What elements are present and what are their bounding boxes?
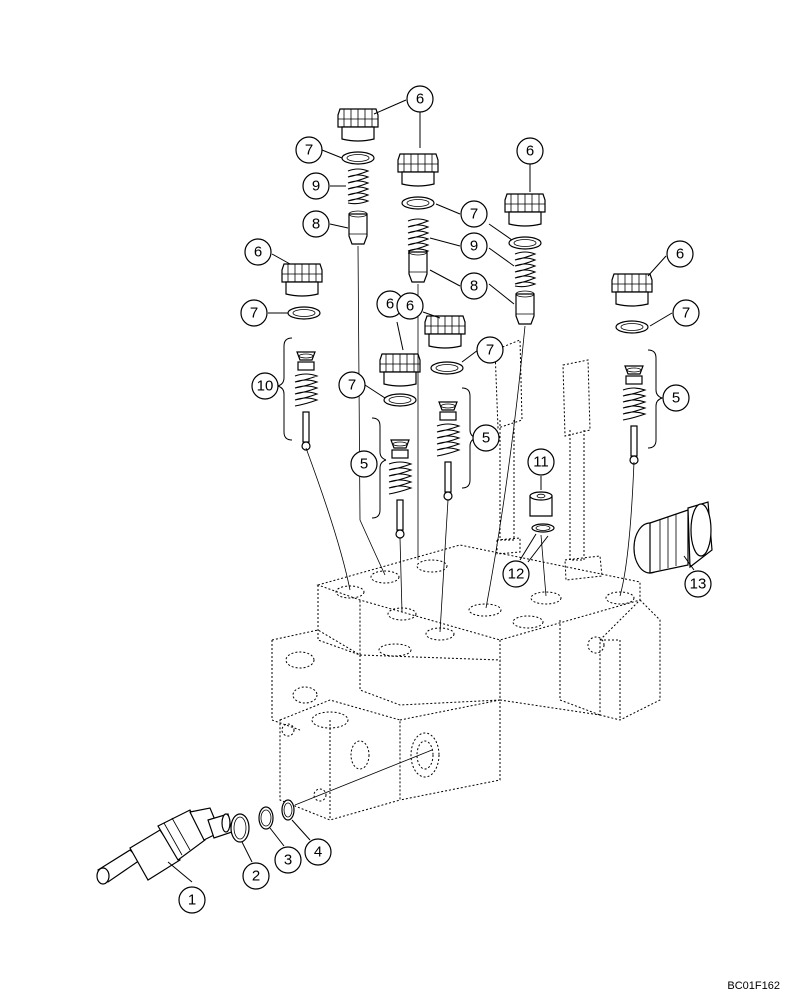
- svg-text:9: 9: [470, 238, 478, 255]
- part-relief-stack-right: [622, 365, 646, 465]
- svg-text:6: 6: [526, 143, 534, 160]
- part-oring-right: [615, 320, 649, 334]
- callout-5: 5: [662, 384, 690, 412]
- callout-8: 8: [460, 272, 488, 300]
- svg-text:10: 10: [257, 378, 274, 395]
- part-oring-left: [287, 306, 321, 320]
- part-cap-right: [611, 273, 653, 307]
- callout-10: 10: [251, 372, 279, 400]
- svg-text:8: 8: [312, 216, 320, 233]
- svg-text:3: 3: [284, 852, 292, 869]
- callout-6: 6: [516, 137, 544, 165]
- part-1-relief-cartridge: [96, 807, 233, 885]
- callout-7: 7: [476, 336, 504, 364]
- svg-text:7: 7: [486, 342, 494, 359]
- part-spring-upper-left: [347, 168, 369, 205]
- svg-text:8: 8: [470, 278, 478, 295]
- callout-8: 8: [302, 210, 330, 238]
- svg-text:1: 1: [188, 892, 196, 909]
- callout-12: 12: [502, 560, 530, 588]
- svg-text:2: 2: [252, 868, 260, 885]
- svg-text:5: 5: [672, 390, 680, 407]
- part-cap-upper-right: [504, 193, 546, 227]
- svg-text:7: 7: [348, 377, 356, 394]
- part-12-oring: [531, 523, 555, 533]
- bracket-group: [276, 337, 664, 519]
- spool-right: [562, 359, 603, 581]
- part-spring-upper-center: [407, 218, 429, 255]
- part-oring-upper-left: [341, 151, 375, 165]
- callout-13: 13: [684, 570, 712, 598]
- part-oring-center-left: [383, 393, 417, 407]
- part-oring-upper-center: [401, 196, 435, 210]
- svg-text:9: 9: [312, 178, 320, 195]
- callout-6: 6: [396, 292, 424, 320]
- callout-5: 5: [472, 424, 500, 452]
- part-spring-upper-right: [514, 251, 536, 288]
- svg-text:7: 7: [250, 305, 258, 322]
- callout-7: 7: [460, 200, 488, 228]
- callout-7: 7: [672, 299, 700, 327]
- svg-text:6: 6: [386, 296, 394, 313]
- callout-3: 3: [274, 846, 302, 874]
- valve-body: [271, 544, 661, 821]
- svg-text:7: 7: [305, 142, 313, 159]
- svg-text:6: 6: [406, 298, 414, 315]
- callout-leaders: [167, 99, 695, 883]
- callout-6: 6: [666, 240, 694, 268]
- callout-9: 9: [460, 232, 488, 260]
- assembly-lines: [294, 245, 635, 806]
- callout-9: 9: [302, 172, 330, 200]
- callout-1: 1: [178, 886, 206, 914]
- part-11-plug: [529, 491, 553, 517]
- part-3-ring: [258, 806, 274, 830]
- svg-text:13: 13: [690, 576, 707, 593]
- svg-text:6: 6: [254, 244, 262, 261]
- svg-text:5: 5: [482, 430, 490, 447]
- part-oring-upper-right: [508, 236, 542, 250]
- part-plunger-upper-right: [515, 290, 535, 325]
- part-plunger-upper-left: [348, 210, 368, 245]
- callout-7: 7: [338, 371, 366, 399]
- part-cap-center-right: [424, 315, 466, 349]
- part-relief-stack-center-left: [388, 439, 412, 539]
- callout-5: 5: [350, 450, 378, 478]
- svg-text:5: 5: [360, 456, 368, 473]
- figure-reference-code: BC01F162: [727, 980, 780, 992]
- callout-6: 6: [244, 238, 272, 266]
- svg-text:4: 4: [314, 844, 322, 861]
- part-plunger-upper-center: [408, 248, 428, 283]
- part-4-ring: [281, 799, 295, 821]
- svg-text:11: 11: [533, 454, 549, 471]
- part-cap-left: [281, 263, 323, 297]
- part-relief-stack-left: [294, 351, 318, 451]
- callout-7: 7: [295, 136, 323, 164]
- svg-text:7: 7: [682, 305, 690, 322]
- callout-4: 4: [304, 838, 332, 866]
- callout-7: 7: [240, 299, 268, 327]
- spool-left: [494, 339, 523, 555]
- part-cap-center-left: [379, 353, 421, 387]
- callout-6: 6: [406, 85, 434, 113]
- callout-2: 2: [242, 862, 270, 890]
- svg-text:6: 6: [676, 246, 684, 263]
- part-relief-stack-center-right: [436, 401, 460, 501]
- svg-text:7: 7: [470, 206, 478, 223]
- callout-11: 11: [527, 448, 555, 476]
- part-oring-center-right: [430, 361, 464, 375]
- part-13-plug: [633, 501, 713, 574]
- part-cap-upper-left: [337, 108, 379, 142]
- part-cap-upper-center: [397, 153, 439, 187]
- svg-text:6: 6: [416, 91, 424, 108]
- svg-text:12: 12: [508, 566, 525, 583]
- part-2-ring: [230, 813, 250, 843]
